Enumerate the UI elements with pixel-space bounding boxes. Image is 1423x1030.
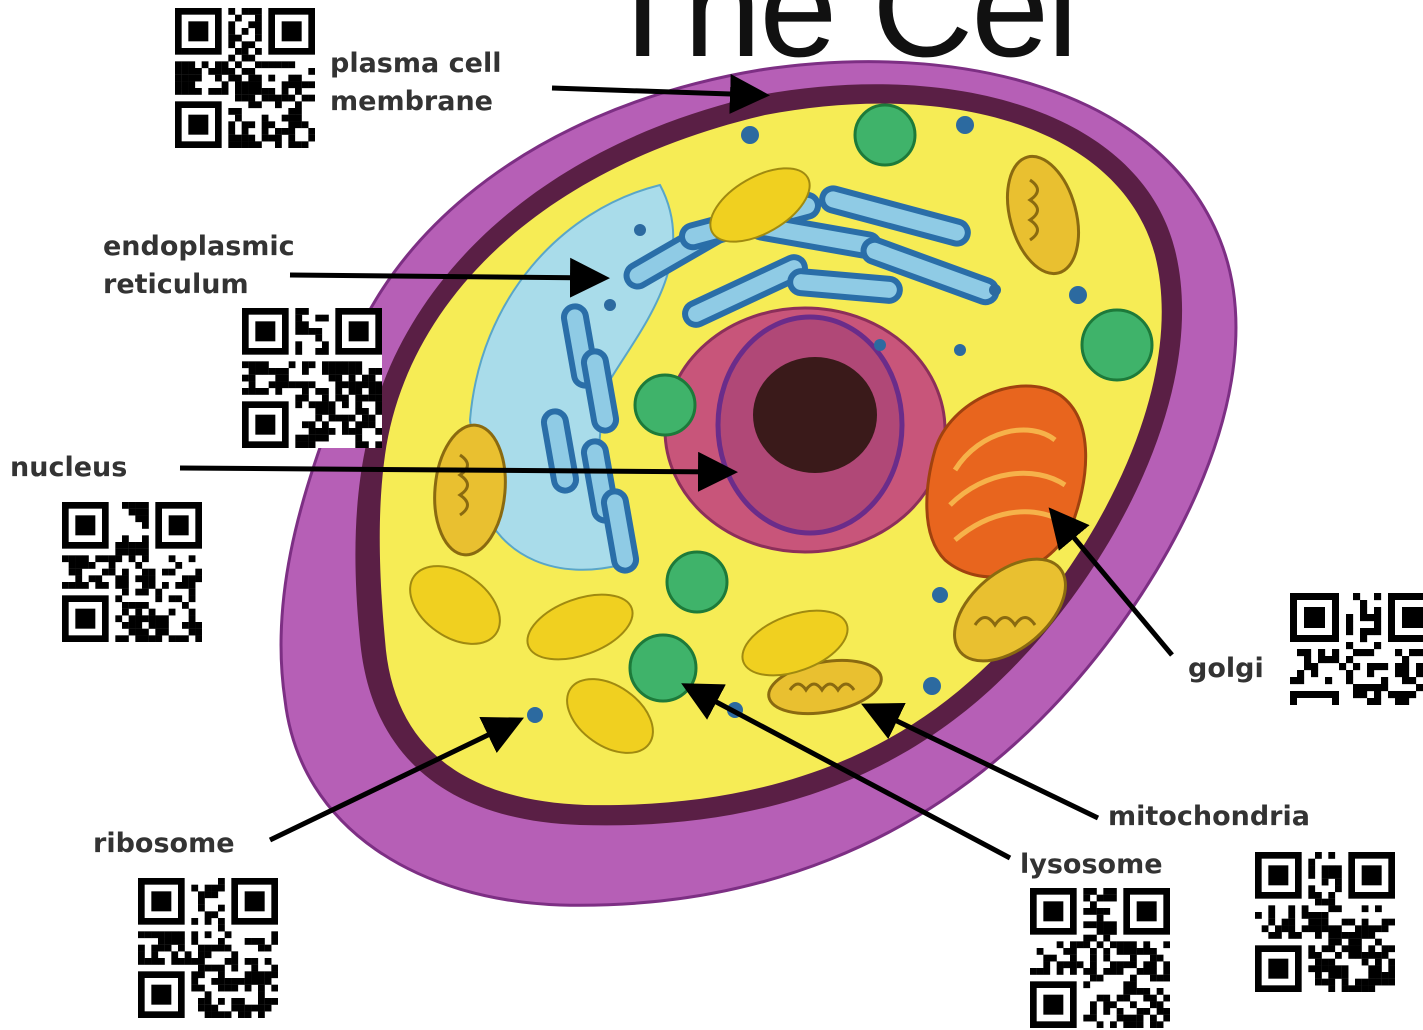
label-nucleus: nucleus — [10, 449, 127, 487]
label-er-line2: reticulum — [103, 266, 295, 304]
qr-code-icon[interactable] — [1290, 593, 1423, 705]
label-ribosome: ribosome — [93, 825, 235, 863]
label-plasma-membrane-line2: membrane — [330, 83, 501, 121]
qr-code-icon[interactable] — [138, 878, 278, 1018]
qr-code-icon[interactable] — [242, 308, 382, 448]
label-lysosome: lysosome — [1020, 846, 1163, 884]
label-plasma-membrane-line1: plasma cell — [330, 45, 501, 83]
label-mitochondria: mitochondria — [1108, 798, 1310, 836]
label-plasma-membrane: plasma cell membrane — [330, 45, 501, 121]
nucleus — [665, 308, 945, 552]
qr-code-icon[interactable] — [1030, 888, 1170, 1028]
label-er-line1: endoplasmic — [103, 228, 295, 266]
label-endoplasmic-reticulum: endoplasmic reticulum — [103, 228, 295, 304]
qr-code-icon[interactable] — [1255, 852, 1395, 992]
qr-code-icon[interactable] — [62, 502, 202, 642]
page-title: The Cel — [600, 0, 1076, 78]
qr-code-icon[interactable] — [175, 8, 315, 148]
label-golgi: golgi — [1188, 650, 1264, 688]
arrow-er — [290, 275, 600, 278]
